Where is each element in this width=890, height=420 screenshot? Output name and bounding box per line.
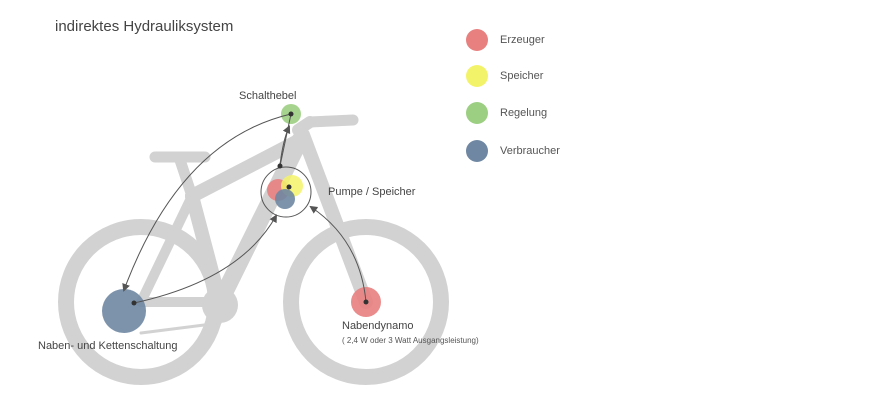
arrow-dynamo-to-pumpe [309,205,367,303]
legend-dot-verbraucher [466,140,488,162]
node-naben [131,300,137,306]
label-schalthebel: Schalthebel [239,90,297,102]
node-pumpe-center [286,184,292,190]
frame-seat-tube [185,189,227,309]
node-schalthebel [288,111,294,117]
pumpe-verbraucher-dot [275,189,295,209]
frame-fork [296,128,373,309]
arrow-schalthebel-to-naben [122,113,292,292]
frame-seatstay [136,191,197,307]
node-nabendynamo [363,299,369,305]
node-pumpe-top [277,163,283,169]
legend-dot-erzeuger [466,29,488,51]
seat-post [174,154,198,202]
flow-arrows [122,113,367,304]
label-nabendynamo-output: ( 2,4 W oder 3 Watt Ausgangsleistung) [342,336,479,345]
front-wheel [283,219,449,385]
node-dots [131,111,369,306]
naben-dot [102,289,146,333]
handlebar [304,114,359,128]
legend-label-speicher: Speicher [500,70,544,82]
legend-item-erzeuger: Erzeuger [466,28,545,52]
legend-label-erzeuger: Erzeuger [500,34,545,46]
legend-item-speicher: Speicher [466,64,543,88]
chain [139,321,222,335]
arrow-naben-to-pumpe [133,214,277,304]
label-nabendynamo: Nabendynamo [342,320,414,332]
label-naben-kettenschaltung: Naben- und Kettenschaltung [38,340,178,352]
legend-label-regelung: Regelung [500,107,548,119]
legend-dot-regelung [466,102,488,124]
pumpe-ring [260,166,312,218]
label-pumpe-speicher: Pumpe / Speicher [328,186,416,198]
legend-item-verbraucher: Verbraucher [466,139,560,163]
legend-item-regelung: Regelung [466,101,547,125]
diagram-title: indirektes Hydrauliksystem [55,18,234,35]
legend-dot-speicher [466,65,488,87]
link-pumpe-to-schalthebel [279,113,292,167]
crank [202,287,238,323]
legend-label-verbraucher: Verbraucher [500,145,560,157]
